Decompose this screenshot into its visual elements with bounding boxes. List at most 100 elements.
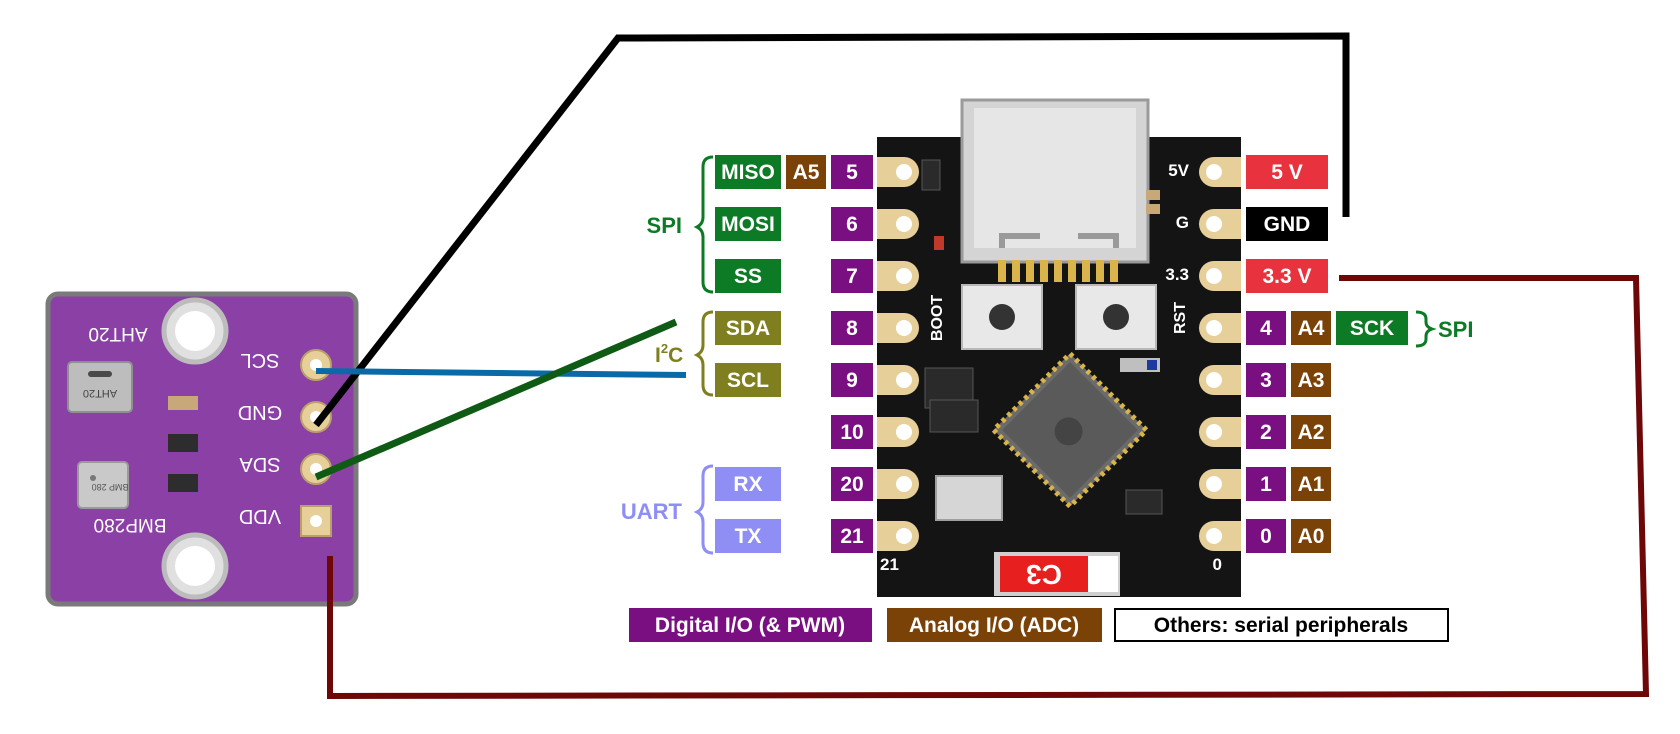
- silk-g: G: [1176, 213, 1189, 232]
- left-pin-analog-5: A5: [793, 161, 820, 184]
- left-pin-num-20-box: [831, 467, 873, 501]
- left-pin-num-21-box: [831, 519, 873, 553]
- aht20-chip-label: AHT20: [83, 387, 117, 399]
- right-pin-num-3: 3: [1260, 369, 1272, 392]
- left-pin-num-9: 9: [846, 369, 858, 392]
- legend-others-swatch: [1114, 608, 1449, 642]
- sensor-pin-label-sda: SDA: [239, 453, 281, 475]
- right-pin-analog-1: A1: [1298, 473, 1325, 496]
- left-pin-func-rx-box: [715, 467, 781, 501]
- wire-sda: [314, 318, 678, 481]
- silk-5v: 5V: [1168, 161, 1189, 180]
- right-pin-num-3-box: [1246, 363, 1286, 397]
- right-pin-func-sck-box: [1336, 311, 1408, 345]
- sensor-pin-label-scl: SCL: [241, 349, 280, 371]
- component: [921, 159, 941, 191]
- right-pin-analog-3: A3: [1298, 369, 1325, 392]
- left-pin-num-6-box: [831, 207, 873, 241]
- right-pin-analog-2-box: [1291, 415, 1331, 449]
- aht20-chip: [67, 361, 133, 413]
- wires: [313, 32, 1650, 700]
- right-pin-num-2: 2: [1260, 421, 1272, 444]
- right-pin-analog-4-box: [1291, 311, 1331, 345]
- silk-boot: BOOT: [929, 295, 946, 341]
- silk-pin21: 21: [880, 555, 899, 574]
- right-pin-num-4: 4: [1260, 317, 1272, 340]
- left-pin-num-8: 8: [846, 317, 858, 340]
- wire-scl: [315, 368, 687, 378]
- silk-c3-badge: C3: [1026, 559, 1062, 590]
- right-pin-analog-2: A2: [1298, 421, 1325, 444]
- crystal: [935, 475, 1003, 521]
- sensor-module: AHT20 AHT20 BMP 280 BMP280 SCL GND SDA V…: [45, 291, 359, 607]
- bmp280-chip: [77, 461, 129, 509]
- right-pin-num-4-box: [1246, 311, 1286, 345]
- left-pin-num-7-box: [831, 259, 873, 293]
- right-pin-num-1-box: [1246, 467, 1286, 501]
- left-pin-func-sda: SDA: [726, 317, 770, 340]
- left-pin-func-tx-box: [715, 519, 781, 553]
- left-pin-func-miso-box: [715, 155, 781, 189]
- left-pin-num-6: 6: [846, 213, 858, 236]
- left-pin-num-5: 5: [846, 161, 858, 184]
- wire-gnd: [313, 32, 1350, 428]
- uart-label: UART: [621, 499, 683, 524]
- right-pin-analog-1-box: [1291, 467, 1331, 501]
- led: [934, 236, 944, 250]
- right-pin-num-0: 0: [1260, 525, 1272, 548]
- bmp280-chip-label: BMP 280: [92, 482, 129, 492]
- i2c-bracket: [693, 310, 714, 397]
- left-pin-func-scl-box: [715, 363, 781, 397]
- silk-rst: RST: [1172, 302, 1189, 334]
- uart-bracket: [693, 464, 714, 555]
- left-pin-func-tx: TX: [735, 525, 762, 548]
- component: [168, 434, 198, 452]
- left-pin-analog-5-box: [786, 155, 826, 189]
- sensor-pin-label-vdd: VDD: [239, 505, 281, 527]
- spi-left-label: SPI: [647, 213, 682, 238]
- legend-analog-swatch: [887, 608, 1102, 642]
- silk-bmp280: BMP280: [94, 514, 167, 535]
- left-pin-func-sda-box: [715, 311, 781, 345]
- right-pads: [1199, 157, 1241, 551]
- left-pin-func-ss: SS: [734, 265, 762, 288]
- sensor-pin-label-gnd: GND: [238, 401, 282, 423]
- right-pin-analog-4: A4: [1298, 317, 1325, 340]
- spi-right-bracket: [1415, 310, 1437, 348]
- legend-digital-swatch: [629, 608, 872, 642]
- legend-others: Others: serial peripherals: [1154, 614, 1408, 637]
- left-pin-func-rx: RX: [733, 473, 762, 496]
- right-power-2-box: [1246, 259, 1328, 293]
- right-pin-analog-0: A0: [1298, 525, 1325, 548]
- right-power-0-box: [1246, 155, 1328, 189]
- legend: Digital I/O (& PWM) Analog I/O (ADC) Oth…: [629, 608, 1449, 642]
- left-pin-func-ss-box: [715, 259, 781, 293]
- right-pin-num-1: 1: [1260, 473, 1272, 496]
- left-pin-func-mosi: MOSI: [721, 213, 775, 236]
- silk-3v3: 3.3: [1165, 265, 1189, 284]
- right-pin-analog-0-box: [1291, 519, 1331, 553]
- left-pin-num-8-box: [831, 311, 873, 345]
- left-pin-func-scl: SCL: [727, 369, 769, 392]
- silk-pin0: 0: [1213, 555, 1222, 574]
- left-pin-num-10: 10: [840, 421, 863, 444]
- right-power-2: 3.3 V: [1262, 265, 1311, 288]
- left-pads: [877, 157, 919, 551]
- left-pin-num-9-box: [831, 363, 873, 397]
- legend-analog: Analog I/O (ADC): [909, 614, 1079, 637]
- right-pin-analog-3-box: [1291, 363, 1331, 397]
- spi-bracket: [693, 155, 714, 294]
- i2c-label: I2C: [655, 341, 683, 367]
- esp32-c3-chip: [990, 350, 1150, 510]
- left-pin-func-mosi-box: [715, 207, 781, 241]
- resistor: [168, 396, 198, 410]
- right-power-1-box: [1246, 207, 1328, 241]
- group-brackets: SPI I2C UART SPI: [621, 155, 1473, 555]
- component: [168, 474, 198, 492]
- silk-aht20: AHT20: [88, 323, 147, 344]
- legend-digital: Digital I/O (& PWM): [655, 614, 845, 637]
- right-power-1: GND: [1264, 213, 1311, 236]
